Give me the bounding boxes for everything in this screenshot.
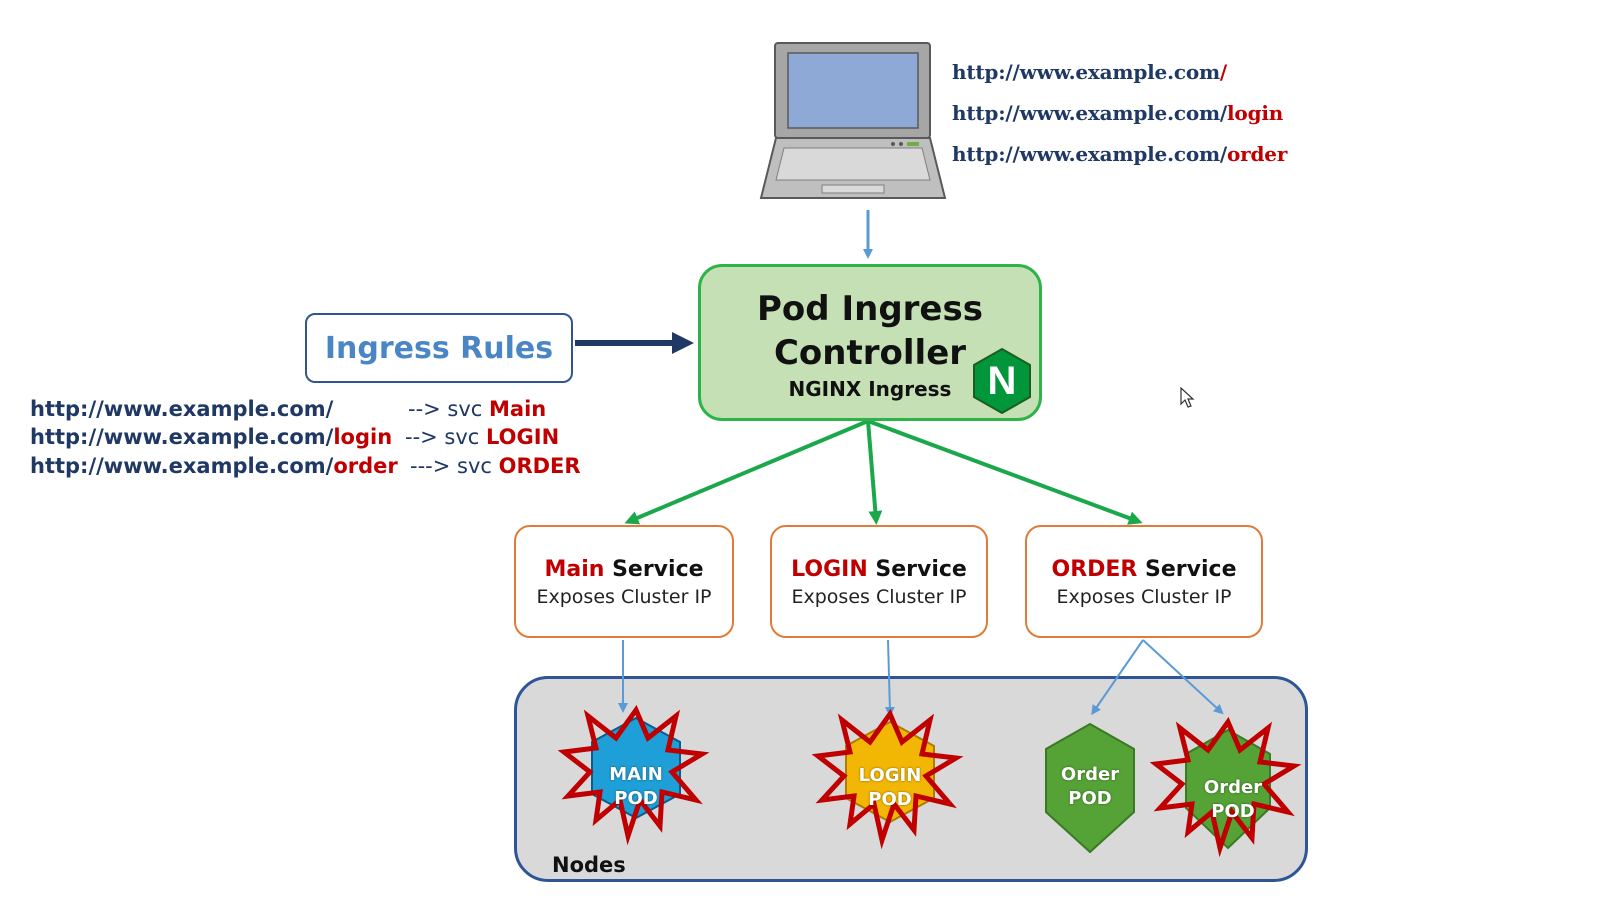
service-suffix: Service: [1137, 557, 1237, 582]
url-path: order: [1227, 142, 1288, 166]
client-url-root: http://www.example.com/: [952, 60, 1227, 84]
service-name: LOGIN: [791, 557, 868, 582]
order-service-title: ORDER Service: [1027, 557, 1261, 582]
order-pod-1-label: Order POD: [1040, 763, 1140, 811]
pod-label-line2: POD: [868, 789, 912, 810]
rule-arrow-text: ---> svc: [410, 454, 499, 478]
ingress-rules-label: Ingress Rules: [324, 330, 554, 366]
controller-to-login-arrow: [866, 420, 883, 525]
main-pod-label: MAIN POD: [586, 763, 686, 811]
rule-line-root: http://www.example.com/: [30, 397, 333, 421]
rule-url-base: http://www.example.com/: [30, 454, 334, 478]
login-service-title: LOGIN Service: [772, 557, 986, 582]
rule-url-path: login: [333, 425, 393, 449]
ingress-controller-box: Pod Ingress Controller NGINX Ingress N: [698, 264, 1042, 421]
url-base: http://www.example.com/: [952, 142, 1228, 166]
order-service-box: ORDER Service Exposes Cluster IP: [1025, 525, 1263, 638]
order-pod-2-label: Order POD: [1183, 776, 1283, 824]
client-url-login: http://www.example.com/login: [952, 101, 1283, 125]
service-subtitle: Exposes Cluster IP: [791, 586, 967, 608]
rule-line-login: http://www.example.com/login: [30, 425, 392, 449]
pod-label-line1: MAIN: [609, 764, 663, 785]
url-path: login: [1227, 101, 1284, 125]
client-url-order: http://www.example.com/order: [952, 142, 1287, 166]
service-suffix: Service: [604, 557, 704, 582]
rule-line-order: http://www.example.com/order: [30, 454, 398, 478]
laptop-icon: [759, 42, 947, 199]
pod-label-line1: Order: [1203, 777, 1263, 798]
rule-target-order: ---> svc ORDER: [410, 454, 581, 478]
main-service-box: Main Service Exposes Cluster IP: [514, 525, 734, 638]
login-pod-label: LOGIN POD: [840, 764, 940, 812]
main-service-title: Main Service: [516, 557, 732, 582]
ingress-rules-box: Ingress Rules: [305, 313, 573, 383]
pod-label-line2: POD: [1211, 801, 1255, 822]
svg-text:N: N: [988, 359, 1017, 403]
controller-to-order-arrow: [867, 419, 1143, 525]
pod-label-line2: POD: [1068, 788, 1112, 809]
rule-url-base: http://www.example.com/: [30, 397, 334, 421]
controller-to-main-arrow: [624, 419, 869, 525]
rule-svc-name: LOGIN: [486, 425, 560, 449]
rule-target-main: --> svc Main: [408, 397, 546, 421]
service-suffix: Service: [867, 557, 967, 582]
controller-subtitle: NGINX Ingress: [788, 377, 952, 401]
url-base: http://www.example.com/: [952, 101, 1228, 125]
rule-url-base: http://www.example.com/: [30, 425, 334, 449]
pod-label-line1: Order: [1060, 764, 1120, 785]
login-service-box: LOGIN Service Exposes Cluster IP: [770, 525, 988, 638]
mouse-cursor-icon: [1180, 387, 1195, 408]
url-path: /: [1219, 60, 1228, 84]
service-name: ORDER: [1051, 557, 1138, 582]
url-base: http://www.example.com: [952, 60, 1220, 84]
service-subtitle: Exposes Cluster IP: [536, 586, 712, 608]
rule-target-login: --> svc LOGIN: [405, 425, 559, 449]
rule-svc-name: Main: [489, 397, 547, 421]
rule-url-path: order: [333, 454, 398, 478]
rule-svc-name: ORDER: [498, 454, 581, 478]
controller-title-line2: Controller: [773, 333, 967, 373]
nginx-logo-icon: N: [973, 347, 1031, 415]
pod-label-line1: LOGIN: [858, 765, 922, 786]
service-subtitle: Exposes Cluster IP: [1056, 586, 1232, 608]
rule-arrow-text: --> svc: [405, 425, 487, 449]
controller-title-line1: Pod Ingress: [757, 289, 983, 329]
pod-label-line2: POD: [614, 788, 658, 809]
nodes-label: Nodes: [552, 853, 626, 877]
rule-arrow-text: --> svc: [408, 397, 490, 421]
service-name: Main: [544, 557, 605, 582]
